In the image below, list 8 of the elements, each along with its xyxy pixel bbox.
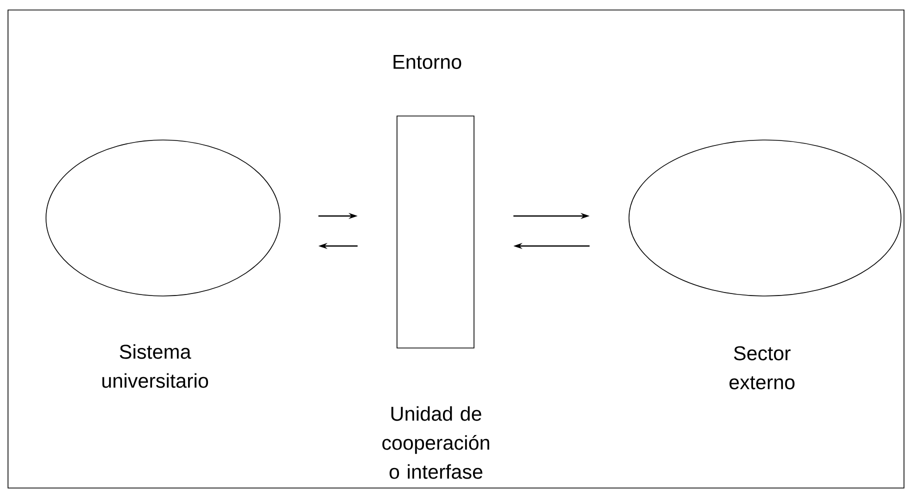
environment-frame [8,10,904,488]
node-caption: Sector externo [730,346,795,390]
interface-box [396,116,474,348]
ellipse [46,140,280,296]
node-caption: Unidad de cooperación o interfase [382,406,490,479]
ellipse [628,140,902,296]
frame-heading: Entorno [394,55,462,69]
node-caption: Sistema universitario [102,344,208,388]
